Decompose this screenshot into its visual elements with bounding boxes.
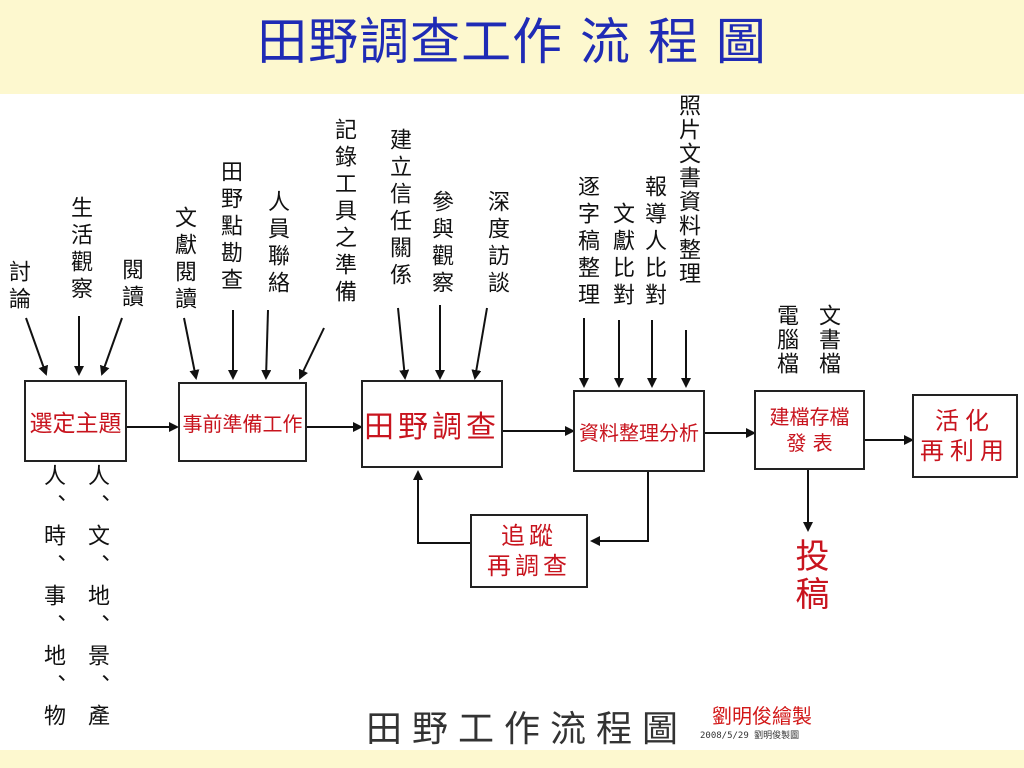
- box-select-topic-label: 選定主題: [29, 411, 122, 437]
- input-transcript: 逐字稿整理: [574, 175, 599, 310]
- input-informant-compare: 報導人比對: [641, 175, 666, 310]
- box-data-analysis: 資料整理分析: [573, 390, 705, 472]
- box-field-survey: 田野調查: [361, 380, 503, 468]
- arrow-analysis-to-followup: [590, 472, 649, 546]
- box-reuse: 活化 再利用: [912, 394, 1018, 478]
- author: 劉明俊繪製: [712, 704, 812, 728]
- date-stamp: 2008/5/29 劉明俊製圖: [700, 731, 800, 741]
- input-paper-file: 文書檔: [815, 304, 840, 376]
- box-preparation-label: 事前準備工作: [182, 411, 303, 436]
- input-trust: 建立信任關係: [386, 128, 411, 290]
- box-followup: 追蹤 再調查: [470, 514, 588, 588]
- box-followup-label: 追蹤 再調查: [487, 522, 571, 580]
- input-life-observe: 生活觀察: [67, 196, 92, 304]
- box-reuse-label: 活化 再利用: [920, 407, 1010, 465]
- arrow-discuss: [25, 317, 49, 376]
- arrow-tools: [298, 327, 325, 380]
- submit-label: 投稿: [789, 538, 829, 614]
- input-discuss: 討論: [5, 260, 30, 314]
- box-select-topic: 選定主題: [24, 380, 127, 462]
- input-interview: 深度訪談: [484, 190, 509, 298]
- arrow-followup-to-field: [413, 470, 470, 544]
- box-field-survey-label: 田野調查: [364, 410, 500, 445]
- input-contact: 人員聯絡: [264, 190, 289, 298]
- input-reading: 閱讀: [118, 258, 143, 312]
- input-participate: 參與觀察: [428, 190, 453, 298]
- arrow-literature: [183, 317, 200, 380]
- aspects-left: 人、時、事、地、物: [40, 464, 65, 734]
- arrow-reading: [99, 317, 123, 376]
- input-site-visit: 田野點勘查: [217, 160, 242, 295]
- box-data-analysis-label: 資料整理分析: [579, 420, 699, 445]
- input-digital-file: 電腦檔: [773, 304, 798, 376]
- box-archive-label: 建檔存檔 發 表: [769, 405, 850, 455]
- arrow-trust: [397, 307, 410, 380]
- arrow-contact: [261, 309, 272, 380]
- chart-name: 田野工作流程圖: [366, 709, 689, 750]
- input-literature: 文獻閱讀: [171, 206, 196, 314]
- input-doc-compare: 文獻比對: [609, 202, 634, 310]
- aspects-right: 人、文、地、景、產: [84, 464, 109, 734]
- page-title: 田野調查工作 流 程 圖: [257, 13, 767, 71]
- box-preparation: 事前準備工作: [178, 382, 307, 462]
- arrow-interview: [471, 307, 488, 380]
- box-archive: 建檔存檔 發 表: [754, 390, 865, 470]
- input-photo-docs: 照片文書資料整理: [675, 94, 700, 286]
- input-tools: 記錄工具之準備: [331, 118, 356, 307]
